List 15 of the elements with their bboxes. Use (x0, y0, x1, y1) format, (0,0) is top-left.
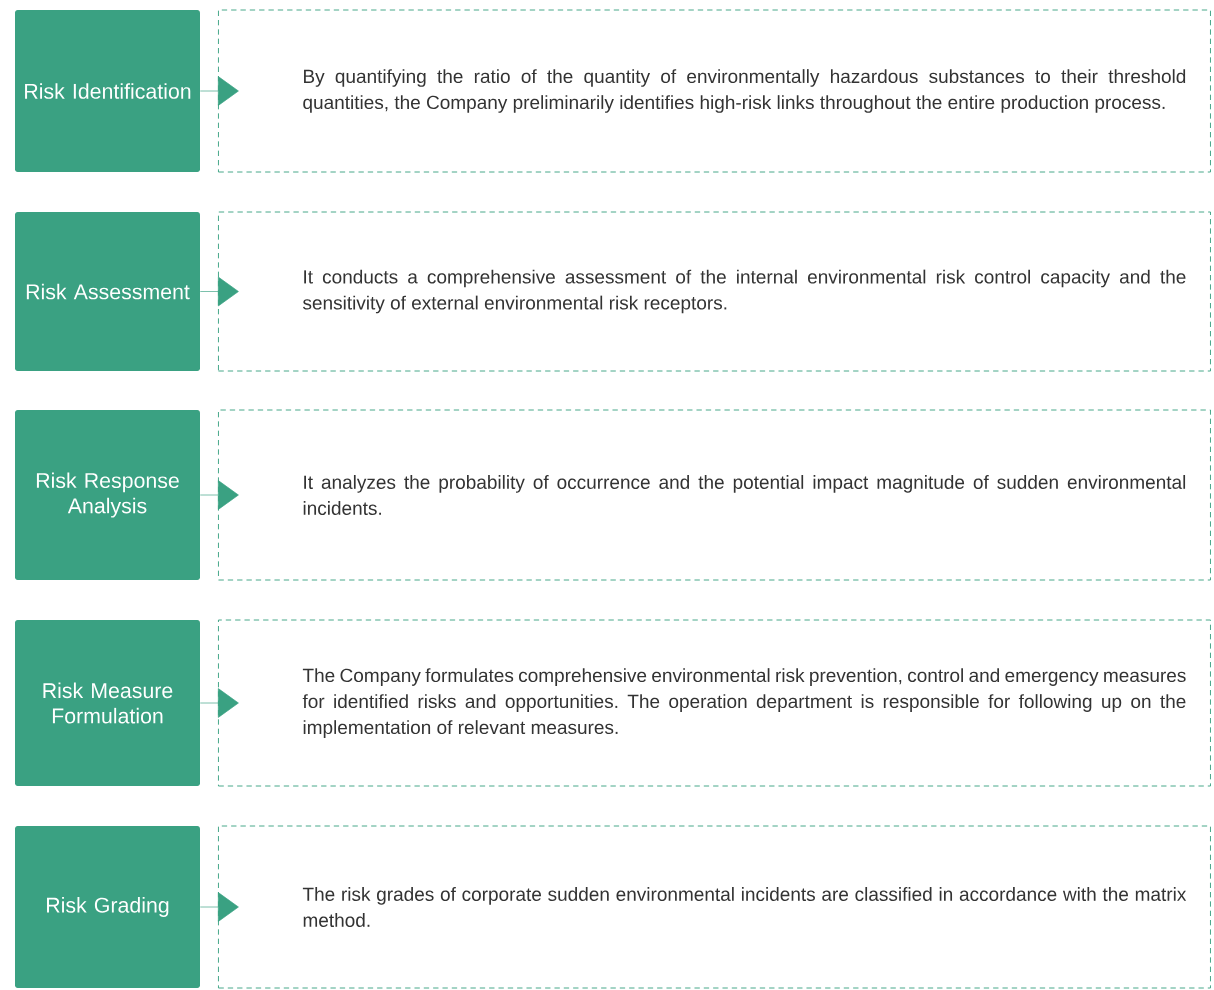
arrow (199, 688, 239, 718)
arrow (199, 892, 239, 922)
step-box: Risk Grading (15, 826, 200, 988)
step-box: Risk Measure Formulation (15, 620, 200, 786)
arrow (199, 76, 239, 106)
description-box: It conducts a comprehensive assessment of the internal environmental risk control capacity and the sensitivity of external environmental risk receptors. (218, 211, 1211, 372)
description-box: By quantifying the ratio of the quantity of environmentally hazardous substances to their threshold quantities, the Company preliminarily identifies high-risk links throughout the entire production process. (218, 9, 1211, 173)
arrow (199, 276, 239, 307)
step-box: Risk Assessment (15, 212, 200, 371)
description-box: The risk grades of corporate sudden environmental incidents are classified in accordance with the matrix method. (218, 825, 1211, 989)
description-box: The Company formulates comprehensive environmental risk prevention, control and emergency measures for identified risks and opportunities. The operation department is responsible for following up on the implementation of relevant measures. (218, 619, 1211, 787)
step-box: Risk Identification (15, 10, 200, 172)
step-box: Risk Response Analysis (15, 410, 200, 580)
arrow (199, 480, 239, 510)
description-box: It analyzes the probability of occurrence and the potential impact magnitude of sudden environmental incidents. (218, 409, 1211, 581)
